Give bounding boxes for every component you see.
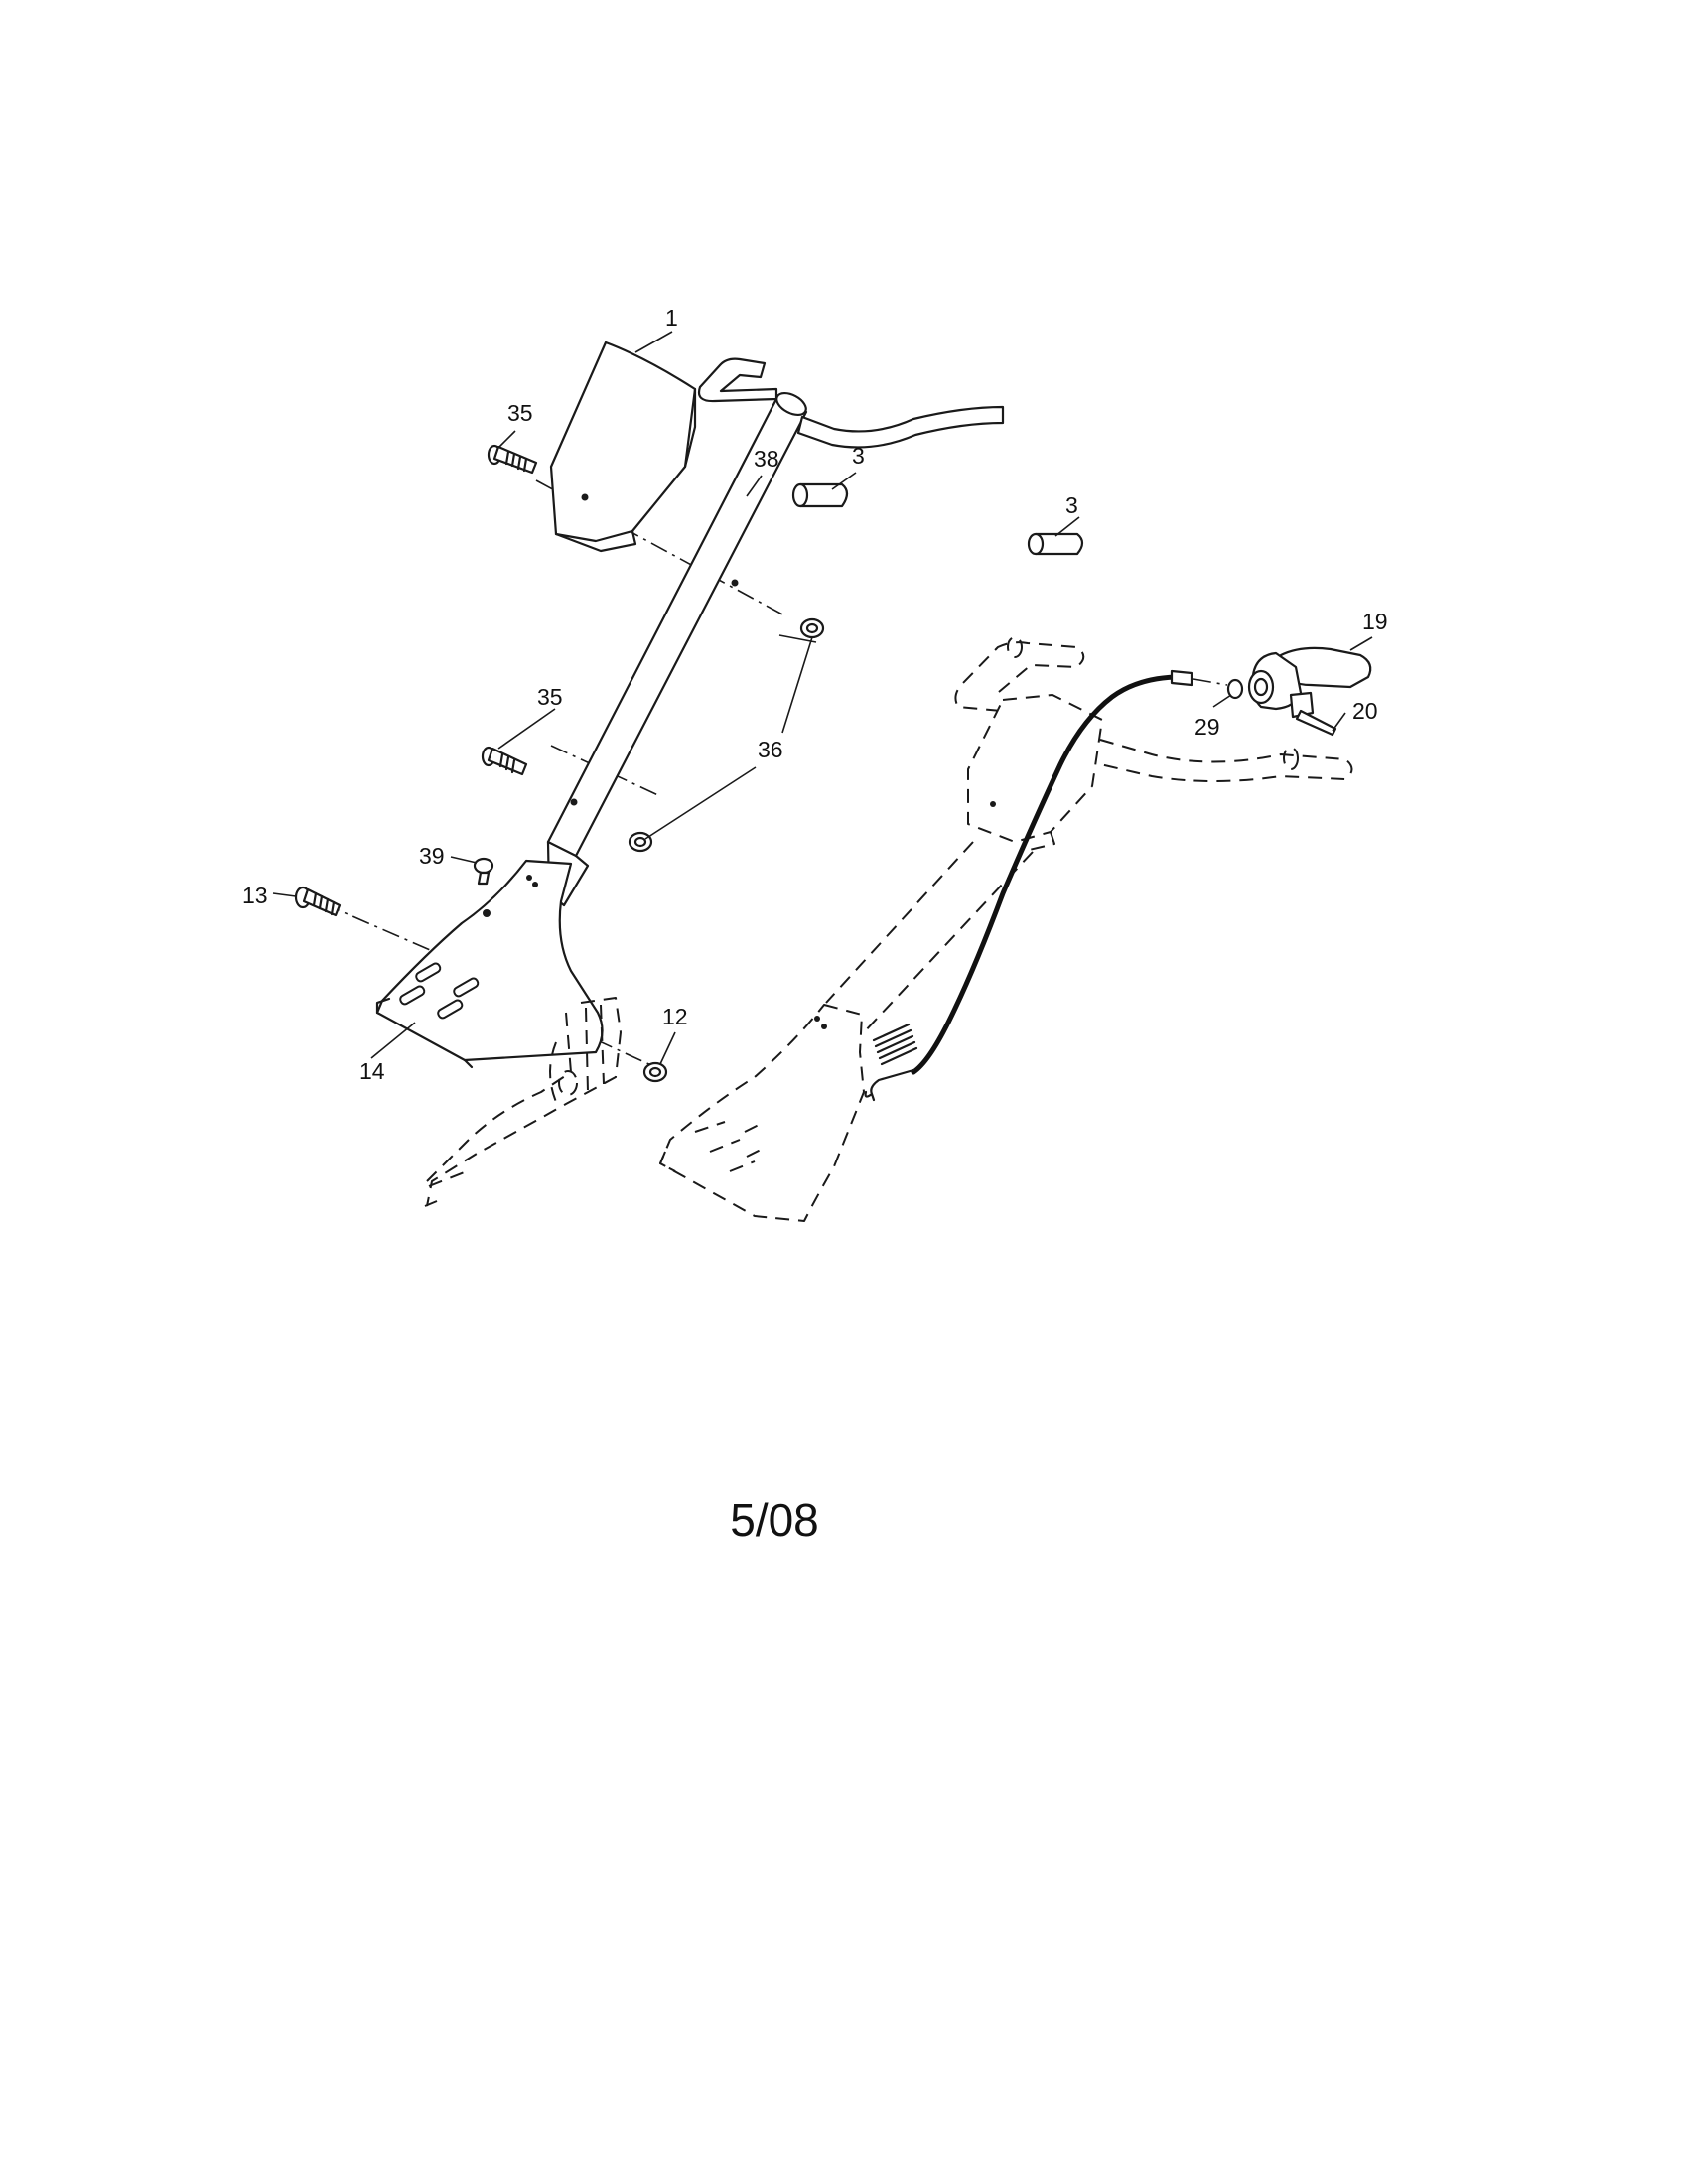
- handle-cover: [549, 341, 697, 553]
- handle-tube: [546, 391, 808, 907]
- callout-20: 20: [1352, 698, 1378, 724]
- callout-3-left: 3: [852, 443, 865, 469]
- nut-39: [473, 857, 494, 886]
- callout-12: 12: [662, 1004, 688, 1029]
- callout-39: 39: [419, 843, 445, 869]
- tiller-frame-phantom: [424, 997, 622, 1207]
- centerline: [1193, 678, 1228, 686]
- bolt-35-upper: [487, 444, 538, 475]
- callout-36: 36: [758, 737, 783, 762]
- revision-date: 5/08: [730, 1494, 819, 1546]
- callout-3-right: 3: [1065, 492, 1078, 518]
- assembled-handle-phantom: [659, 636, 1353, 1222]
- control-lever-19: [1247, 646, 1372, 719]
- callout-14: 14: [359, 1058, 385, 1084]
- leader-lines: [272, 331, 1373, 1065]
- callout-35-lower: 35: [537, 684, 563, 710]
- grip-3-left: [791, 482, 849, 508]
- callout-38: 38: [754, 446, 779, 472]
- centerline: [550, 745, 661, 797]
- bolt-13: [294, 886, 342, 917]
- callout-29: 29: [1194, 714, 1220, 740]
- grip-3-right: [1027, 532, 1084, 556]
- nut-36-upper: [799, 617, 825, 639]
- callout-13: 13: [242, 883, 268, 908]
- lever-rod-20: [1295, 709, 1337, 737]
- callout-35-upper: 35: [507, 400, 533, 426]
- control-cable: [864, 669, 1193, 1102]
- nut-36-lower: [628, 831, 653, 853]
- bolt-35-lower: [481, 746, 528, 776]
- lower-bracket: [375, 859, 604, 1069]
- callout-1: 1: [665, 305, 678, 331]
- callout-19: 19: [1362, 609, 1388, 634]
- handlebar: [697, 357, 1005, 449]
- ring-29: [1226, 678, 1244, 700]
- nut-12: [642, 1061, 668, 1083]
